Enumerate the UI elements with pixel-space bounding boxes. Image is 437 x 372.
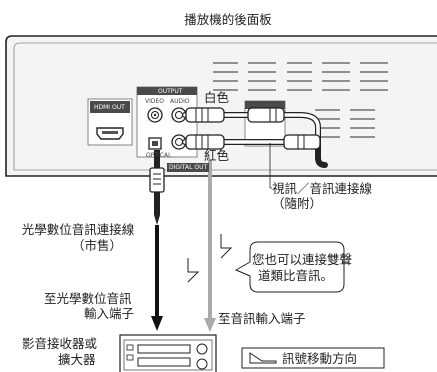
receiver-label-2: 擴大器 [58, 352, 96, 367]
leader-lines [269, 143, 272, 189]
receiver-label: 影音接收器或 [22, 336, 98, 351]
vent-slots [213, 62, 388, 138]
panel-title: 播放機的後面板 [184, 12, 272, 27]
rca-jack-video-icon [147, 107, 163, 123]
hdmi-port-icon [96, 127, 124, 140]
optical-cable-note: （市售） [71, 238, 122, 253]
signal-direction-label: 訊號移動方向 [282, 351, 358, 366]
white-label: 白色 [204, 90, 230, 105]
receiver-device [119, 334, 217, 372]
optical-signal-arrow [151, 225, 163, 331]
callout-bubble [234, 241, 345, 293]
video-label: VIDEO [145, 98, 165, 105]
analog-signal-arrow [204, 160, 216, 332]
optical-cable [149, 150, 165, 225]
signal-direction-legend [241, 347, 385, 369]
callout-line-1: 您也可以連接雙聲 [252, 252, 353, 267]
flow-marker-icon [187, 234, 233, 283]
rca-plug-far-white-icon [247, 107, 285, 123]
audio-label: AUDIO [170, 98, 190, 105]
audio-input-label: 至音訊輸入端子 [218, 311, 306, 326]
optical-port-icon [148, 137, 162, 150]
rca-plug-red-icon [185, 134, 225, 150]
av-cable-label: 視訊／音訊連接線 [272, 181, 373, 196]
digital-out-label: DIGITAL OUT [167, 163, 210, 172]
optical-cable-label: 光學數位音訊連接線 [21, 222, 135, 237]
rca-plug-white-icon [185, 107, 225, 123]
rca-plug-far-red-icon [283, 134, 321, 150]
hdmi-out-label: HDMI OUT [94, 104, 125, 111]
rca-jack-audio-red-icon [171, 134, 187, 150]
optical-label: OPTICAL [146, 152, 172, 159]
optical-input-label-2: 輸入端子 [84, 306, 135, 321]
output-label: OUTPUT [158, 88, 183, 95]
av-cable-note: （隨附） [272, 196, 323, 211]
optical-input-label: 至光學數位音訊 [44, 291, 132, 306]
red-label: 紅色 [204, 148, 230, 163]
callout-line-2: 道類比音訊。 [258, 268, 334, 283]
